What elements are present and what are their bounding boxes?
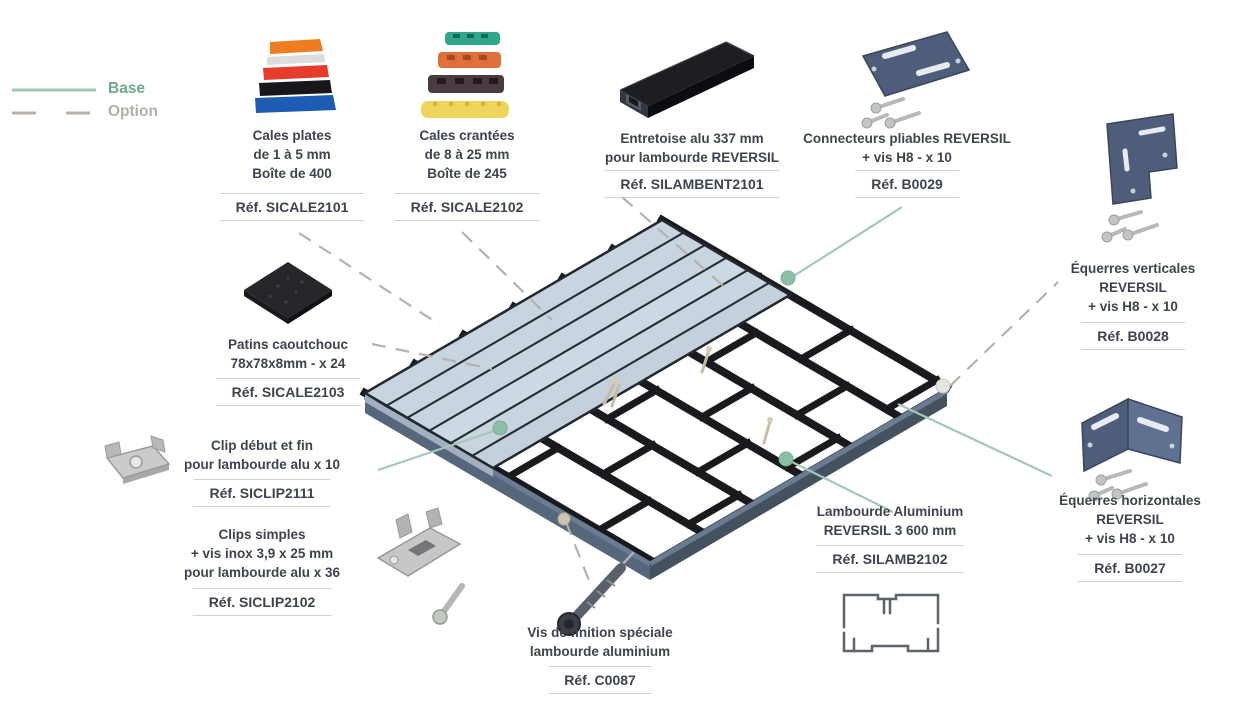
deck-boards: [362, 218, 793, 477]
product-label-equerres-verticales: Équerres verticales REVERSIL + vis H8 - …: [1070, 261, 1196, 314]
base-connector-lines: [377, 206, 1053, 513]
notched-shims-stack-icon: [421, 32, 509, 118]
product-ref-equerres-horizontales: Réf. B0027: [1078, 554, 1182, 582]
product-ref-lambourde: Réf. SILAMB2102: [816, 545, 964, 573]
product-ref-clip-debut-fin: Réf. SICLIP2111: [193, 479, 331, 507]
legend-base-label: Base: [108, 80, 146, 97]
product-label-vis-finition: Vis de finition spéciale lambourde alumi…: [527, 625, 673, 659]
product-ref-cales-plates: Réf. SICALE2101: [219, 193, 365, 221]
product-ref-clips-simples: Réf. SICLIP2102: [192, 588, 332, 616]
product-label-patins: Patins caoutchouc 78x78x8mm - x 24: [227, 337, 349, 371]
product-ref-entretoise: Réf. SILAMBENT2101: [604, 170, 780, 198]
product-label-lambourde: Lambourde Aluminium REVERSIL 3 600 mm: [816, 504, 964, 538]
connector-line-clip-debut: [377, 427, 501, 472]
product-label-clips-simples: Clips simples + vis inox 3,9 x 25 mm pou…: [183, 527, 341, 580]
product-ref-patins: Réf. SICALE2103: [215, 378, 361, 406]
deck-spacers: [411, 272, 942, 535]
rubber-pad-icon: [244, 262, 332, 324]
start-end-clip-icon: [104, 435, 171, 484]
connector-anchor-dots: [492, 270, 951, 526]
alu-spacer-bar-icon: [619, 41, 755, 118]
connector-line-entretoise: [621, 196, 729, 291]
product-ref-equerres-verticales: Réf. B0028: [1081, 322, 1185, 350]
simple-clip-screw-icon: [376, 507, 465, 625]
fixing-pin-heads: [611, 346, 773, 423]
legend-line-samples: [12, 88, 96, 115]
connector-line-cales-crantees: [461, 231, 553, 321]
legend-option-label: Option: [108, 103, 158, 120]
fixing-pins: [602, 348, 772, 445]
product-label-equerres-horizontales: Équerres horizontales REVERSIL + vis H8 …: [1059, 493, 1201, 546]
horizontal-bracket-icon: [1081, 397, 1183, 501]
vertical-bracket-icon: [1101, 113, 1178, 243]
product-label-connecteurs: Connecteurs pliables REVERSIL + vis H8 -…: [803, 131, 1011, 165]
flat-shims-stack-icon: [255, 39, 336, 113]
folding-connector-plate-icon: [861, 31, 971, 129]
connector-line-connecteurs: [788, 206, 903, 280]
product-label-cales-plates: Cales plates de 1 à 5 mm Boîte de 400: [252, 128, 332, 181]
connector-line-equerres-verticales: [949, 281, 1059, 387]
product-ref-vis-finition: Réf. C0087: [548, 666, 652, 694]
product-label-clip-debut-fin: Clip début et fin pour lambourde alu x 1…: [183, 438, 341, 472]
product-label-entretoise: Entretoise alu 337 mm pour lambourde REV…: [604, 131, 780, 165]
product-ref-cales-crantees: Réf. SICALE2102: [394, 193, 540, 221]
joist-profile-section-icon: [842, 593, 940, 653]
product-label-cales-crantees: Cales crantées de 8 à 25 mm Boîte de 245: [419, 128, 515, 181]
connector-line-equerres-horizontales: [897, 403, 1053, 477]
connector-line-patins: [371, 342, 493, 371]
product-ref-connecteurs: Réf. B0029: [855, 170, 959, 198]
